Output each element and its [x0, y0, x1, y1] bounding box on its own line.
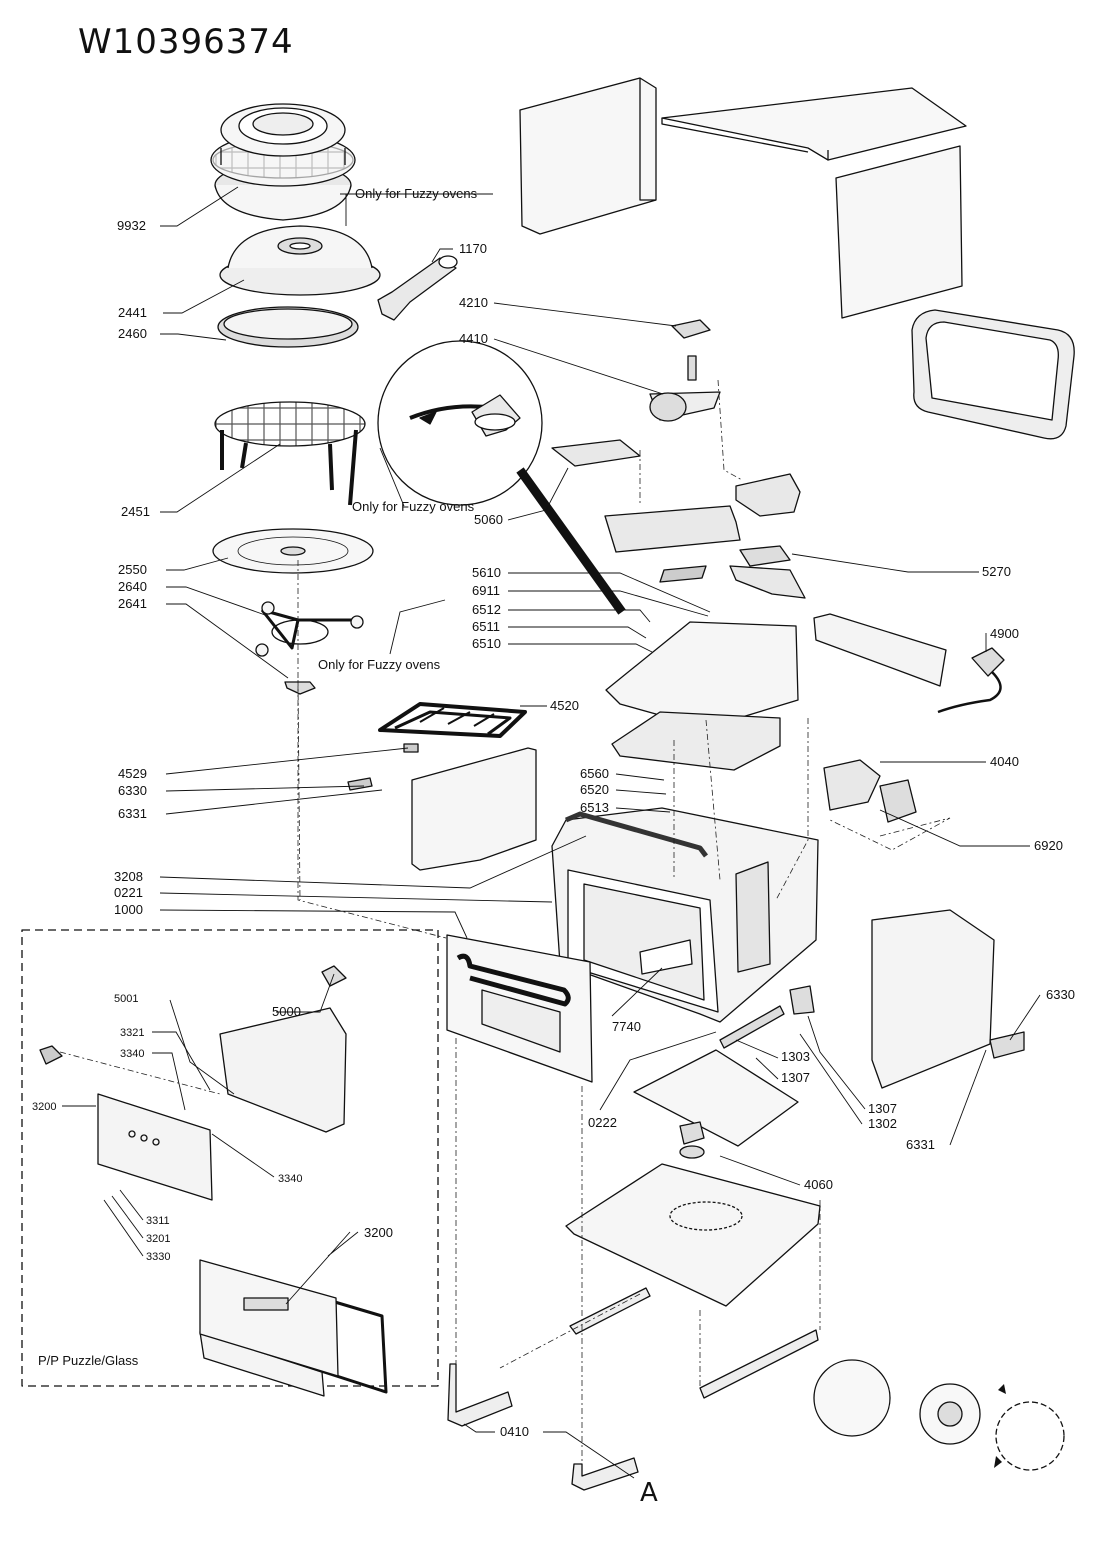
callout-5270: 5270 [982, 564, 1011, 579]
callout-6511: 6511 [472, 619, 500, 634]
callout-4210: 4210 [459, 295, 488, 310]
grill-heater-part [378, 702, 527, 738]
oven-cavity-part [551, 807, 819, 1023]
callout-3330: 3330 [146, 1251, 171, 1263]
callout-2460: 2460 [118, 326, 147, 341]
steamer-part [210, 103, 356, 221]
switch-holder-part [219, 1007, 347, 1133]
callout-4060: 4060 [804, 1177, 833, 1192]
document-title: W10396374 [78, 22, 294, 62]
base-tray-part [565, 1163, 821, 1307]
reflector-shield-part [411, 747, 537, 871]
panel-variant-note: P/P Puzzle/Glass [38, 1353, 139, 1368]
callout-0222: 0222 [588, 1115, 617, 1130]
callout-3200-bottom: 3200 [364, 1225, 393, 1240]
callout-9932: 9932 [117, 218, 146, 233]
callout-6911: 6911 [472, 583, 500, 598]
callout-2550: 2550 [118, 562, 147, 577]
switch-bracket-part [671, 319, 711, 339]
callout-1307-right: 1307 [868, 1101, 897, 1116]
fuzzy-note-1: Only for Fuzzy ovens [355, 186, 478, 201]
side-frame-part [813, 613, 947, 687]
magnetron-part [823, 759, 881, 811]
control-panel-part [97, 1093, 213, 1201]
control-board-part [551, 439, 641, 467]
callout-5060: 5060 [474, 512, 503, 527]
callout-5610: 5610 [472, 565, 501, 580]
callout-6560: 6560 [580, 766, 609, 781]
outer-case-panels [519, 77, 967, 319]
drip-tray-part [633, 1049, 799, 1147]
control-panel-inset-box [21, 929, 439, 1387]
rear-bracket-part [604, 505, 741, 553]
callout-3208: 3208 [114, 869, 143, 884]
turntable-motor-part [679, 1121, 705, 1145]
callout-3340-bottom: 3340 [278, 1173, 303, 1185]
callout-3340-top: 3340 [120, 1048, 145, 1060]
callout-1170: 1170 [459, 241, 487, 256]
callout-6510: 6510 [472, 636, 501, 651]
leader-lines [62, 186, 1041, 1479]
callout-6520: 6520 [580, 782, 609, 797]
callout-0221: 0221 [114, 885, 143, 900]
fuzzy-note-2: Only for Fuzzy ovens [352, 499, 475, 514]
rail-part [569, 1287, 651, 1335]
callout-4900: 4900 [990, 626, 1019, 641]
callout-6330-left: 6330 [118, 783, 147, 798]
foot-part [447, 1363, 513, 1427]
handle-part [377, 257, 457, 321]
duct-cover-part [735, 473, 801, 517]
callout-6331-left: 6331 [118, 806, 147, 821]
callout-3311: 3311 [146, 1215, 170, 1227]
transformer-part [739, 545, 791, 567]
callout-1307-lower: 1307 [781, 1070, 810, 1085]
right-side-panel-part [871, 909, 995, 1089]
callout-6513: 6513 [580, 800, 609, 815]
grill-rack-part [214, 401, 366, 506]
callout-0410: 0410 [500, 1424, 529, 1439]
callout-1303: 1303 [781, 1049, 810, 1064]
callout-2641: 2641 [118, 596, 147, 611]
callout-5000: 5000 [272, 1004, 301, 1019]
callout-6330-right: 6330 [1046, 987, 1075, 1002]
view-a-label: A [640, 1478, 658, 1508]
coupler-part [284, 681, 316, 695]
detail-zoom-circle [377, 340, 543, 506]
base-plate-part [605, 621, 799, 729]
roller-support-part [255, 601, 364, 657]
callout-2451: 2451 [121, 504, 150, 519]
assembly-lines [59, 379, 951, 1464]
hinge-rod-part [719, 1005, 785, 1049]
door-part [446, 934, 593, 1083]
callout-3201: 3201 [146, 1233, 171, 1245]
callout-7740: 7740 [612, 1019, 641, 1034]
fuzzy-note-3: Only for Fuzzy ovens [318, 657, 441, 672]
callout-4040: 4040 [990, 754, 1019, 769]
callout-6512: 6512 [472, 602, 501, 617]
removal-step-1 [813, 1359, 891, 1437]
removal-step-3 [995, 1401, 1065, 1471]
callout-1302: 1302 [868, 1116, 897, 1131]
callout-2640: 2640 [118, 579, 147, 594]
crisp-lid-part [219, 225, 381, 296]
callout-4410: 4410 [459, 331, 488, 346]
callout-1000: 1000 [114, 902, 143, 917]
callout-3200-top: 3200 [32, 1101, 57, 1113]
callout-6331-right: 6331 [906, 1137, 935, 1152]
callout-4529: 4529 [118, 766, 147, 781]
callout-3321: 3321 [120, 1027, 145, 1039]
callout-5001: 5001 [114, 993, 139, 1005]
power-cord-part [971, 647, 1005, 677]
callout-2441: 2441 [118, 305, 147, 320]
callout-4520: 4520 [550, 698, 579, 713]
callout-6920: 6920 [1034, 838, 1063, 853]
